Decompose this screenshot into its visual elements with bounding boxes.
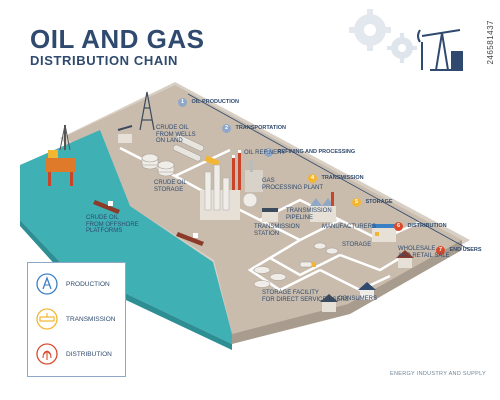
legend-item-transmission: TRANSMISSION [36, 308, 115, 330]
page-title: OIL AND GAS [30, 24, 205, 54]
step-number: 1 [178, 98, 187, 107]
step-label: STORAGE [365, 199, 393, 205]
label-transmission-pipeline: TRANSMISSION PIPELINE [286, 208, 332, 221]
land-oil-derrick [139, 91, 155, 131]
oil-refinery [200, 150, 258, 220]
label-wholesale-retail: WHOLESALE AND RETAIL SALE [398, 246, 450, 259]
gas-processing-plant [245, 160, 263, 192]
storage-tanks [253, 242, 339, 288]
stock-id-watermark: 246581437 [486, 20, 495, 65]
label-storage-facility: STORAGE FACILITY FOR DIRECT SERVICE USER… [262, 290, 349, 303]
label-oil-refinery: OIL REFINERY [244, 150, 286, 156]
step-label: END USERS [449, 247, 482, 253]
legend-label: DISTRIBUTION [66, 350, 112, 358]
label-manufacturers: MANUFACTURERS [322, 224, 377, 230]
consumer-houses [320, 250, 414, 312]
sea-edge [20, 220, 232, 350]
step-label: TRANSMISSION [321, 175, 364, 181]
step-2: 2 TRANSPORTATION [222, 116, 286, 134]
legend-item-distribution: DISTRIBUTION [36, 343, 112, 365]
offshore-oil-rig [45, 124, 75, 186]
distribution-arrows-icon [36, 343, 58, 365]
rail-tank-cars [172, 134, 220, 167]
step-label: TRANSPORTATION [235, 125, 286, 131]
step-5: 5 STORAGE [352, 190, 393, 208]
step-7: 7 END USERS [436, 238, 482, 256]
step-number: 2 [222, 124, 231, 133]
transmission-station [262, 208, 278, 222]
step-3: 3 REFINING AND PROCESSING [264, 140, 355, 158]
label-consumers: CONSUMERS [338, 296, 378, 302]
label-crude-oil-storage: CRUDE OIL STORAGE [154, 180, 187, 193]
legend: PRODUCTION TRANSMISSION DISTRIBUTION [27, 262, 126, 377]
step-1: 1 OIL PRODUCTION [178, 90, 239, 108]
legend-item-production: PRODUCTION [36, 273, 110, 295]
label-crude-oil-wells: CRUDE OIL FROM WELLS ON LAND [156, 125, 196, 144]
step-number: 6 [394, 222, 403, 231]
label-storage: STORAGE [342, 242, 372, 248]
step-label: REFINING AND PROCESSING [277, 149, 356, 155]
legend-label: PRODUCTION [66, 280, 110, 288]
pump-jack [117, 125, 133, 143]
step-label: DISTRIBUTION [407, 223, 447, 229]
page-subtitle: DISTRIBUTION CHAIN [30, 53, 179, 68]
label-transmission-station: TRANSMISSION STATION [254, 224, 300, 237]
gear-icon [387, 33, 417, 63]
step-number: 3 [264, 148, 273, 157]
oil-derrick-icon [36, 273, 58, 295]
label-gas-processing: GAS PROCESSING PLANT [262, 178, 324, 191]
step-number: 7 [436, 246, 445, 255]
pipeline-icon [36, 308, 58, 330]
step-label: OIL PRODUCTION [191, 99, 240, 105]
step-6: 6 DISTRIBUTION [394, 214, 447, 232]
manufacturer-factory [310, 192, 336, 222]
crude-oil-storage-tanks [141, 153, 175, 177]
oil-tanker [176, 232, 204, 246]
oil-tanker [93, 200, 120, 214]
label-crude-oil-offshore: CRUDE OIL FROM OFFSHORE PLATFORMS [86, 215, 139, 234]
platform-edge [232, 240, 462, 344]
header-graphic [349, 9, 463, 71]
wholesale-retail-store [372, 224, 396, 242]
oil-pump-jack-icon [417, 29, 463, 71]
step-leader-lines [187, 93, 471, 251]
step-number: 4 [308, 174, 317, 183]
legend-label: TRANSMISSION [66, 315, 116, 323]
tanker-truck [299, 261, 316, 268]
step-number: 5 [352, 198, 361, 207]
footer-caption: ENERGY INDUSTRY AND SUPPLY [390, 371, 487, 377]
step-4: 4 TRANSMISSION [308, 166, 364, 184]
gear-icon [349, 9, 391, 51]
